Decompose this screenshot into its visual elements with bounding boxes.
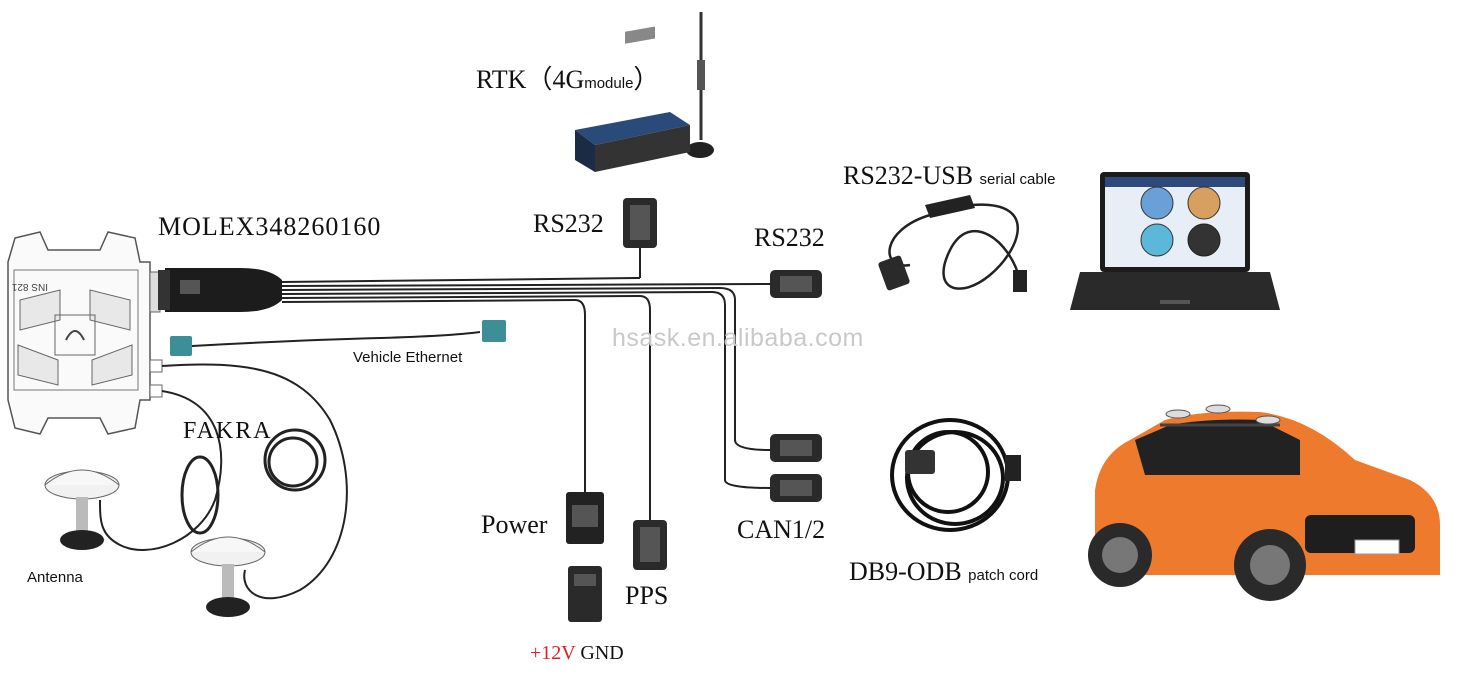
ethernet-cable xyxy=(170,320,506,356)
rs232-usb-label: RS232-USB serial cable xyxy=(843,161,1056,190)
molex-label: MOLEX348260160 xyxy=(158,212,382,241)
rs232-usb-cable xyxy=(878,195,1027,292)
rtk-label: RTK（4Gmodule） xyxy=(476,65,660,94)
ins-unit: INS 821 xyxy=(7,231,163,435)
rtk-modem-icon xyxy=(575,26,690,172)
laptop-icon xyxy=(1070,172,1280,310)
harness-cables xyxy=(281,248,771,525)
rs232-right-label: RS232 xyxy=(754,223,825,252)
can-label: CAN1/2 xyxy=(737,515,826,544)
4g-antenna-icon xyxy=(686,12,714,158)
power-pins-label: +12V GND xyxy=(530,642,624,664)
molex-connector xyxy=(158,268,282,312)
antenna-label: Antenna xyxy=(27,569,83,586)
rs232-top-label: RS232 xyxy=(533,209,604,238)
fakra-cables xyxy=(99,363,348,600)
db9-odb-cable xyxy=(890,418,1021,532)
device-label: INS 821 xyxy=(11,281,48,292)
watermark: hsask.en.alibaba.com xyxy=(612,324,864,352)
gnss-antenna-icon xyxy=(44,469,266,617)
pps-label: PPS xyxy=(625,581,669,610)
power-label: Power xyxy=(481,510,548,539)
vehicle-ethernet-label: Vehicle Ethernet xyxy=(353,349,463,366)
fakra-label: FAKRA xyxy=(183,418,273,444)
suv-car-icon xyxy=(1088,404,1440,601)
db9-connectors xyxy=(623,198,822,570)
power-connector xyxy=(566,492,604,622)
db9-odb-label: DB9-ODB patch cord xyxy=(849,557,1039,586)
